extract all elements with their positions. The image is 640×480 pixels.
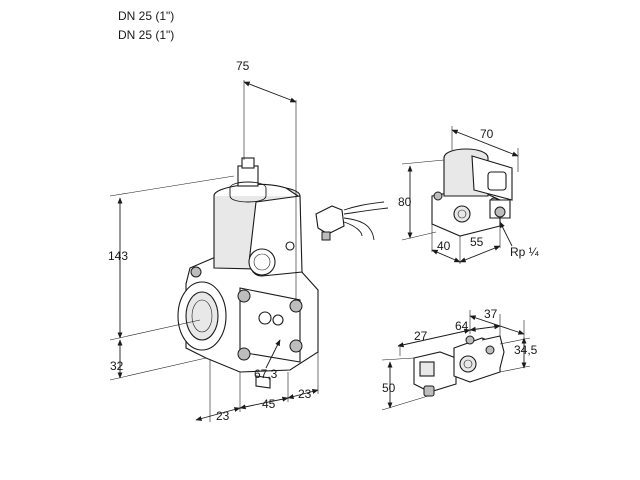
- header-line-1: DN 25 (1"): [118, 9, 175, 23]
- dim-depth-b: 45: [262, 397, 276, 411]
- dim-sol-depth: 50: [382, 381, 396, 395]
- dim-ps-width: 70: [480, 127, 494, 141]
- dim-depth-a: 23: [216, 409, 230, 423]
- dim-sol-a: 27: [414, 329, 428, 343]
- dim-width-top: 75: [236, 59, 250, 73]
- pressure-switch-drawing: 70 80 40 55 Rp ¼: [398, 126, 540, 264]
- main-valve-drawing: 75 143 32 67,3 23 45 23: [108, 59, 319, 423]
- header-line-2: DN 25 (1"): [118, 28, 175, 42]
- dim-ps-thread: Rp ¼: [510, 245, 540, 259]
- solenoid-drawing: 27 64 37 34,5 50: [381, 307, 538, 411]
- dim-ps-height: 80: [398, 195, 412, 209]
- dim-bottom-offset: 32: [110, 359, 124, 373]
- dim-depth-c: 23: [298, 387, 312, 401]
- dim-height: 143: [108, 249, 128, 263]
- dim-ps-base-b: 55: [470, 235, 484, 249]
- dim-sol-height: 34,5: [514, 343, 538, 357]
- dim-sol-c: 37: [484, 307, 498, 321]
- dim-flange-height: 67,3: [254, 367, 278, 381]
- plug-connector-drawing: [315, 201, 389, 241]
- dim-ps-base-a: 40: [437, 239, 451, 253]
- dim-sol-b: 64: [455, 319, 469, 333]
